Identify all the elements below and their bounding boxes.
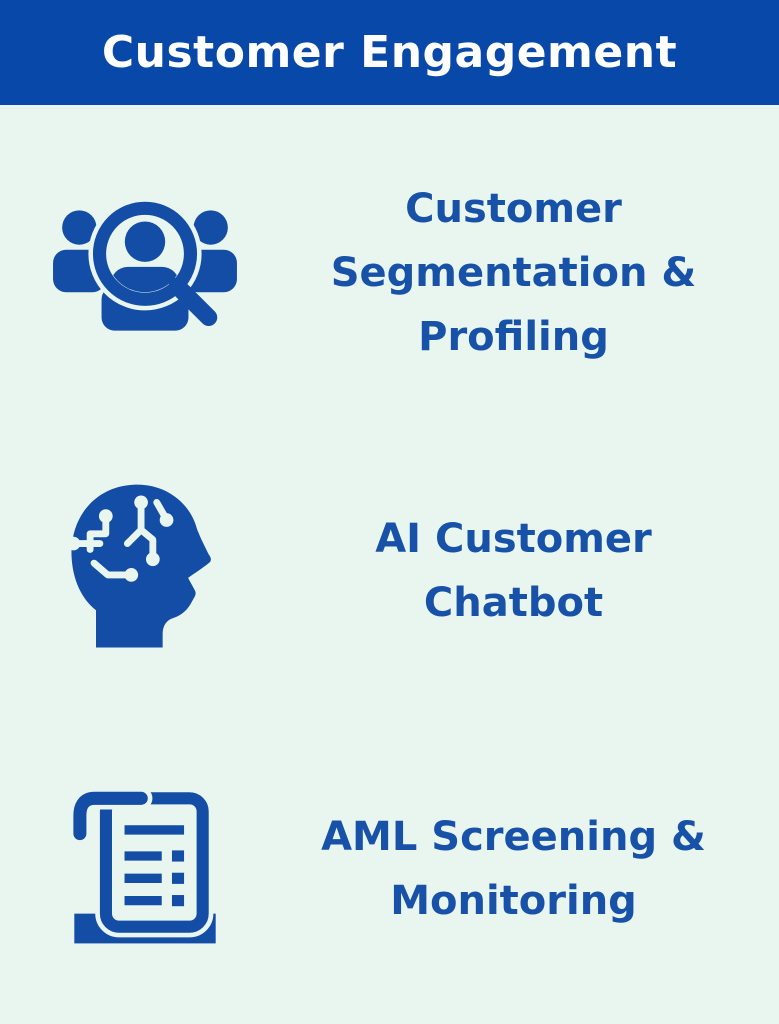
- item-title-aml-screening: AML Screening & Monitoring: [290, 805, 779, 933]
- item-aml-screening: AML Screening & Monitoring: [0, 764, 779, 974]
- item-title-customer-segmentation: Customer Segmentation & Profiling: [290, 177, 779, 369]
- item-title-line: Chatbot: [423, 580, 604, 626]
- item-title-line: Segmentation &: [330, 250, 697, 296]
- item-title-line: Profiling: [418, 314, 609, 360]
- item-title-line: AI Customer: [375, 516, 652, 562]
- customer-segmentation-search-icon: [0, 187, 290, 359]
- aml-scroll-document-icon: [0, 776, 290, 962]
- ai-head-circuit-icon: [0, 473, 290, 669]
- item-title-ai-customer-chatbot: AI Customer Chatbot: [290, 507, 779, 635]
- item-title-line: Customer: [405, 186, 622, 232]
- item-title-line: AML Screening &: [321, 814, 706, 860]
- item-customer-segmentation: Customer Segmentation & Profiling: [0, 168, 779, 378]
- item-ai-customer-chatbot: AI Customer Chatbot: [0, 466, 779, 676]
- item-title-line: Monitoring: [390, 878, 637, 924]
- header-bar: Customer Engagement: [0, 0, 779, 105]
- page-title: Customer Engagement: [101, 27, 678, 78]
